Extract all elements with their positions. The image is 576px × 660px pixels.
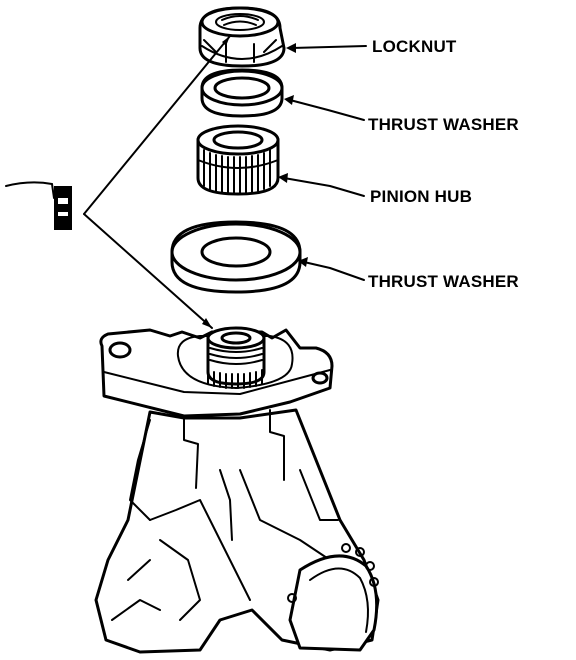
label-thrust-washer-lower: THRUST WASHER bbox=[368, 272, 519, 291]
knuckle-housing bbox=[94, 326, 380, 654]
grease-applicator-icon bbox=[5, 181, 72, 230]
locknut bbox=[198, 6, 286, 68]
grease-leader-lines bbox=[83, 35, 231, 329]
callout-arrows bbox=[278, 43, 367, 281]
label-locknut: LOCKNUT bbox=[372, 37, 457, 56]
label-thrust-washer-upper: THRUST WASHER bbox=[368, 115, 519, 134]
label-pinion-hub: PINION HUB bbox=[370, 187, 472, 206]
thrust-washer-upper bbox=[200, 68, 284, 118]
thrust-washer-lower bbox=[170, 220, 302, 294]
pinion-hub bbox=[196, 124, 280, 196]
